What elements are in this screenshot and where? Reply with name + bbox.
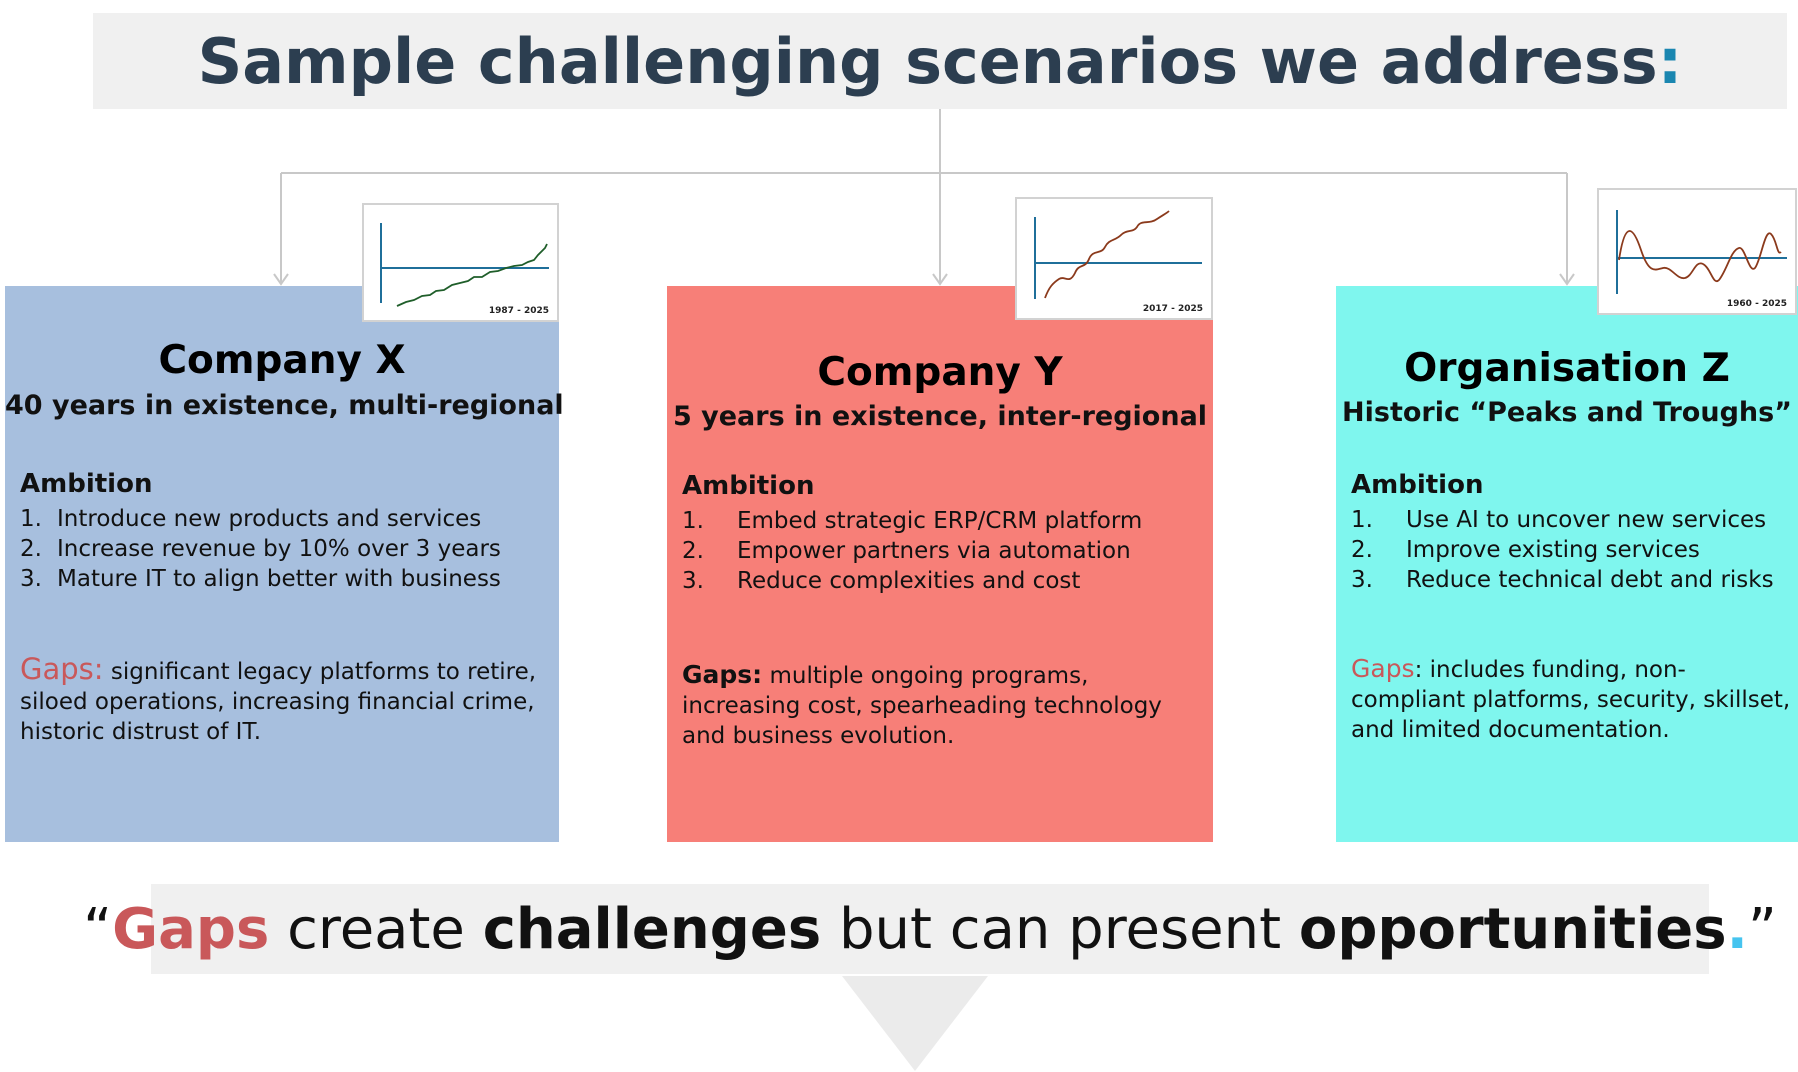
trend-chart-thumbnail-x: 1987 - 2025 <box>362 203 559 322</box>
ambition-item: 3.Reduce complexities and cost <box>682 568 1081 594</box>
ambition-item: 2.Improve existing services <box>1351 537 1700 563</box>
chart-date-range: 1960 - 2025 <box>1726 299 1787 309</box>
gaps-label: Gaps: <box>682 660 763 689</box>
chart-date-range: 1987 - 2025 <box>488 306 549 316</box>
chart-trend-line <box>1618 230 1782 283</box>
ambition-item: 2.Empower partners via automation <box>682 538 1131 564</box>
card-organisation-z: Organisation Z Historic “Peaks and Troug… <box>1336 286 1798 842</box>
gaps-label: Gaps: <box>20 652 104 686</box>
card-subtitle: 5 years in existence, inter-regional <box>672 401 1208 432</box>
ambition-item: 1.Introduce new products and services <box>20 506 482 532</box>
arrowhead-x <box>273 273 289 286</box>
card-title: Company Y <box>817 350 1063 395</box>
page-title-colon: : <box>1657 24 1683 98</box>
trend-chart-thumbnail-y: 2017 - 2025 <box>1015 197 1213 320</box>
gaps-text: Gaps: significant legacy platforms to re… <box>20 652 537 745</box>
quote-dot: . <box>1726 896 1748 962</box>
down-arrow-icon <box>842 976 988 1071</box>
gaps-text: Gaps: includes funding, non-compliant pl… <box>1351 654 1791 743</box>
card-company-y: Company Y 5 years in existence, inter-re… <box>667 286 1213 842</box>
ambition-item: 3.Mature IT to align better with busines… <box>20 566 501 592</box>
ambition-item: 1.Use AI to uncover new services <box>1351 507 1767 533</box>
quote-close-mark: ” <box>1747 896 1777 962</box>
arrowhead-y <box>932 273 948 286</box>
page-title: Sample challenging scenarios we address: <box>198 25 1683 98</box>
ambition-item: 3.Reduce technical debt and risks <box>1351 567 1774 593</box>
arrowhead-z <box>1559 273 1575 286</box>
ambition-heading: Ambition <box>682 471 815 501</box>
card-title: Company X <box>158 338 406 383</box>
quote-open-mark: “ <box>83 896 113 962</box>
title-band: Sample challenging scenarios we address: <box>93 13 1787 109</box>
quote-gaps-word: Gaps <box>112 896 270 962</box>
trend-chart-y-graphic <box>1034 210 1202 299</box>
trend-chart-thumbnail-z: 1960 - 2025 <box>1597 188 1797 315</box>
card-title: Organisation Z <box>1404 346 1730 391</box>
ambition-heading: Ambition <box>1351 470 1484 500</box>
quote-create: create <box>269 896 483 962</box>
quote-opportunities-word: opportunities <box>1298 896 1727 962</box>
chart-trend-line <box>396 243 548 307</box>
ambition-list: 1.Introduce new products and services 2.… <box>20 504 501 594</box>
gaps-label: Gaps <box>1351 654 1415 683</box>
chart-trend-line <box>1044 210 1170 299</box>
card-subtitle: 40 years in existence, multi-regional <box>5 390 564 421</box>
ambition-item: 1.Embed strategic ERP/CRM platform <box>682 508 1143 534</box>
card-subtitle: Historic “Peaks and Troughs” <box>1342 397 1792 428</box>
quote-but: but can present <box>821 896 1299 962</box>
page-title-text: Sample challenging scenarios we address <box>197 24 1658 98</box>
chart-date-range: 2017 - 2025 <box>1142 304 1203 314</box>
ambition-heading: Ambition <box>20 469 153 499</box>
ambition-list: 1.Use AI to uncover new services 2.Impro… <box>1351 505 1774 595</box>
ambition-item: 2.Increase revenue by 10% over 3 years <box>20 536 501 562</box>
quote-banner: “Gaps create challenges but can present … <box>83 884 1777 974</box>
trend-chart-z-graphic <box>1616 210 1787 294</box>
gaps-text: Gaps: multiple ongoing programs, increas… <box>682 660 1162 749</box>
trend-chart-x-graphic <box>380 223 549 307</box>
quote-challenges-word: challenges <box>482 896 822 962</box>
ambition-list: 1.Embed strategic ERP/CRM platform 2.Emp… <box>682 506 1142 596</box>
card-company-x: Company X 40 years in existence, multi-r… <box>5 286 564 842</box>
